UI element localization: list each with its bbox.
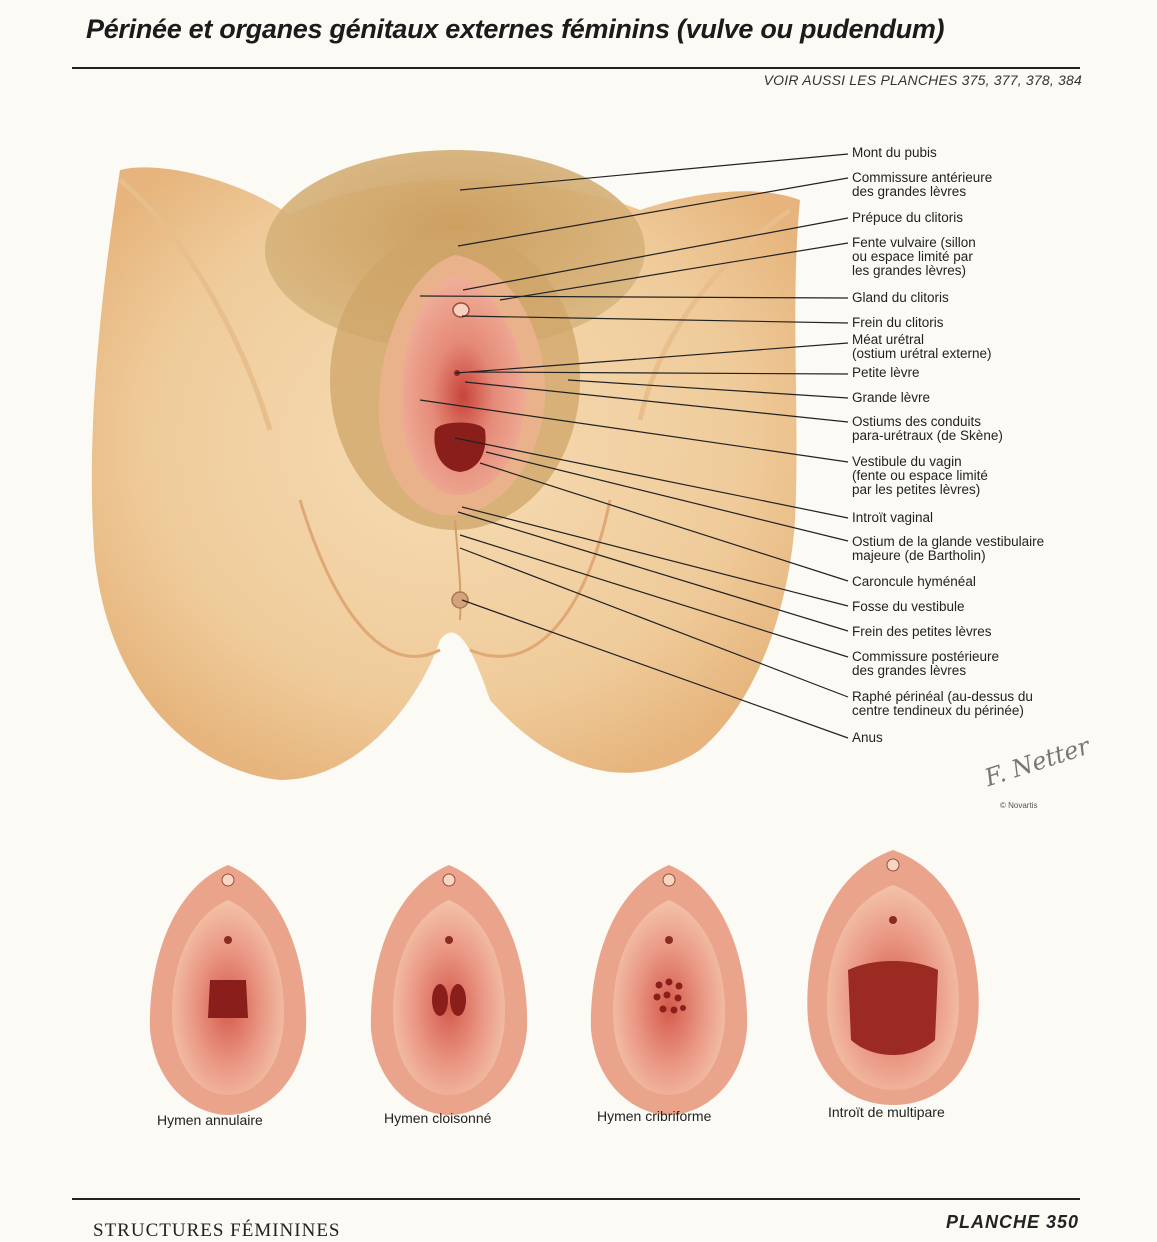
anatomy-label: Introït vaginal — [852, 511, 933, 525]
anatomy-label-line: (fente ou espace limité — [852, 469, 988, 483]
anatomy-label-line: Commissure antérieure — [852, 171, 992, 185]
anatomy-label: Gland du clitoris — [852, 291, 949, 305]
footer-rule — [72, 1198, 1080, 1200]
caption-hymen-cribriforme: Hymen cribriforme — [597, 1108, 711, 1124]
anatomy-label: Frein des petites lèvres — [852, 625, 992, 639]
anatomy-label-line: Prépuce du clitoris — [852, 211, 963, 225]
variant-cloisonne — [371, 865, 527, 1115]
anatomy-label-line: Frein des petites lèvres — [852, 625, 992, 639]
anatomy-label-line: les grandes lèvres) — [852, 264, 976, 278]
anatomy-label: Petite lèvre — [852, 366, 920, 380]
anatomy-label: Anus — [852, 731, 883, 745]
anatomy-label: Grande lèvre — [852, 391, 930, 405]
variant-annulaire — [150, 865, 306, 1115]
anatomy-label-line: Anus — [852, 731, 883, 745]
anatomy-label-line: centre tendineux du périnée) — [852, 704, 1033, 718]
anatomy-label: Caroncule hyménéal — [852, 575, 976, 589]
anatomy-label-line: des grandes lèvres — [852, 185, 992, 199]
anatomy-label-line: Ostiums des conduits — [852, 415, 1003, 429]
anatomy-label-line: Petite lèvre — [852, 366, 920, 380]
anatomy-label-line: Frein du clitoris — [852, 316, 944, 330]
anatomy-label: Vestibule du vagin(fente ou espace limit… — [852, 455, 988, 497]
anatomy-label-line: ou espace limité par — [852, 250, 976, 264]
anatomy-label-line: majeure (de Bartholin) — [852, 549, 1044, 563]
anatomy-label-line: Fosse du vestibule — [852, 600, 965, 614]
copyright-note: © Novartis — [1000, 801, 1037, 810]
anatomy-label-line: Introït vaginal — [852, 511, 933, 525]
anatomy-label: Fosse du vestibule — [852, 600, 965, 614]
anatomy-label-line: Fente vulvaire (sillon — [852, 236, 976, 250]
anatomy-label: Prépuce du clitoris — [852, 211, 963, 225]
anatomy-label: Mont du pubis — [852, 146, 937, 160]
anatomy-label-line: (ostium urétral externe) — [852, 347, 992, 361]
anatomy-label-line: Grande lèvre — [852, 391, 930, 405]
anatomy-label-line: Caroncule hyménéal — [852, 575, 976, 589]
anatomy-label-line: Vestibule du vagin — [852, 455, 988, 469]
anatomy-label-line: Mont du pubis — [852, 146, 937, 160]
anatomy-label-line: Raphé périnéal (au-dessus du — [852, 690, 1033, 704]
anatomy-label-line: par les petites lèvres) — [852, 483, 988, 497]
anatomy-label: Frein du clitoris — [852, 316, 944, 330]
anatomy-label-line: Méat urétral — [852, 333, 992, 347]
anatomy-label-line: Gland du clitoris — [852, 291, 949, 305]
anatomy-label-line: para-urétraux (de Skène) — [852, 429, 1003, 443]
caption-introit-multipare: Introït de multipare — [828, 1104, 945, 1120]
anatomy-label: Méat urétral(ostium urétral externe) — [852, 333, 992, 361]
anatomy-label-line: Ostium de la glande vestibulaire — [852, 535, 1044, 549]
caption-hymen-cloisonne: Hymen cloisonné — [384, 1110, 491, 1126]
variant-multipare — [807, 850, 978, 1105]
anatomy-label-line: des grandes lèvres — [852, 664, 999, 678]
plate-number: PLANCHE 350 — [946, 1212, 1079, 1233]
variant-cribriforme — [591, 865, 747, 1115]
caption-hymen-annulaire: Hymen annulaire — [157, 1112, 263, 1128]
anatomy-label-line: Commissure postérieure — [852, 650, 999, 664]
